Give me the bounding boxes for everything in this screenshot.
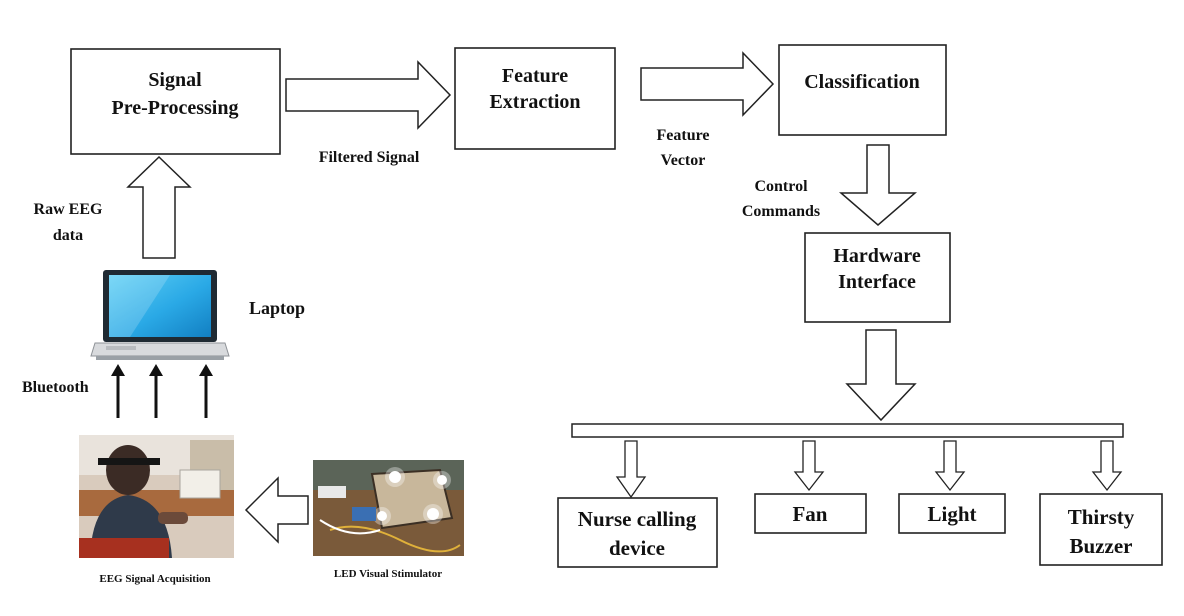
arrow-raw-eeg-up (126, 155, 192, 259)
led-stimulator-caption: LED Visual Stimulator (334, 568, 442, 580)
bluetooth-arrows (111, 364, 213, 418)
fan-label: Fan (792, 502, 827, 526)
thirsty-buzzer-box: Thirsty Buzzer (1039, 493, 1163, 566)
arrow-to-classification (640, 51, 775, 117)
light-box: Light (898, 493, 1006, 534)
signal-preprocessing-line2: Pre-Processing (111, 97, 238, 119)
filtered-signal-label: Filtered Signal (319, 149, 420, 166)
hardware-interface-line2: Interface (838, 271, 916, 293)
signal-preprocessing-line1: Signal (148, 69, 202, 91)
arrow-to-fan (793, 440, 825, 492)
classification-block: Classification (778, 44, 947, 136)
control-commands-line1: Control (754, 178, 808, 195)
eeg-acquisition-photo (79, 435, 234, 558)
raw-eeg-line2: data (53, 227, 83, 244)
nurse-calling-device-box: Nurse calling device (557, 497, 718, 568)
arrow-to-hardware-interface (838, 144, 918, 226)
nurse-line2: device (609, 536, 665, 560)
arrow-to-output-bus (845, 329, 917, 422)
classification-label: Classification (804, 71, 920, 93)
arrow-to-feature-extraction (285, 60, 452, 130)
raw-eeg-line1: Raw EEG (34, 201, 103, 218)
laptop-label: Laptop (249, 298, 305, 318)
eeg-acquisition-caption: EEG Signal Acquisition (99, 573, 210, 585)
thirsty-line1: Thirsty (1068, 505, 1135, 529)
feature-vector-line2: Vector (661, 152, 706, 169)
led-stimulator-photo (313, 460, 464, 556)
feature-extraction-block: Feature Extraction (454, 47, 616, 150)
laptop-icon (90, 270, 230, 360)
feature-vector-line1: Feature (656, 127, 709, 144)
control-commands-line2: Commands (742, 203, 820, 220)
feature-extraction-line2: Extraction (489, 91, 580, 113)
hardware-interface-block: Hardware Interface (804, 232, 951, 323)
fan-box: Fan (754, 493, 867, 534)
arrow-led-to-eeg (244, 476, 309, 544)
signal-preprocessing-block: Signal Pre-Processing (70, 48, 281, 155)
nurse-line1: Nurse calling (578, 507, 697, 531)
output-bus-bar (571, 423, 1124, 438)
hardware-interface-line1: Hardware (833, 245, 921, 267)
thirsty-line2: Buzzer (1070, 534, 1133, 558)
feature-extraction-line1: Feature (502, 65, 568, 87)
arrow-to-nurse-device (615, 440, 647, 499)
arrow-to-light (934, 440, 966, 492)
light-label: Light (927, 502, 976, 526)
arrow-to-thirsty-buzzer (1091, 440, 1123, 492)
bluetooth-label: Bluetooth (22, 379, 89, 396)
